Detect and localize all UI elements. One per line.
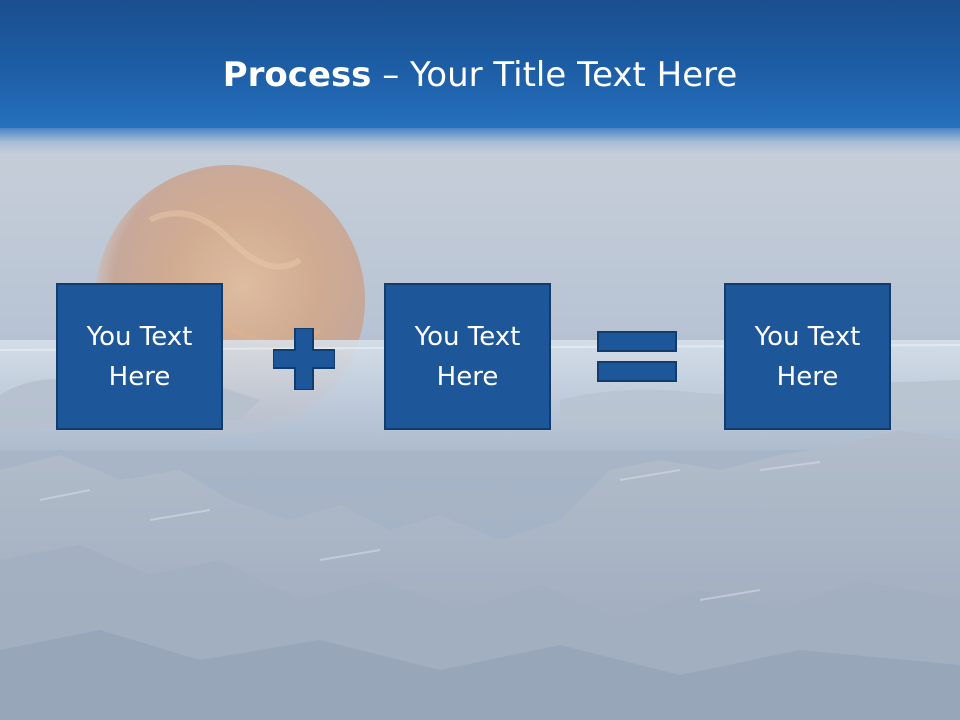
plus-icon xyxy=(273,328,335,390)
equals-icon xyxy=(597,331,677,382)
process-box-3-text: You Text Here xyxy=(754,321,861,392)
process-box-1[interactable]: You Text Here xyxy=(56,283,223,430)
slide-title-bold: Process xyxy=(222,55,372,95)
process-box-2[interactable]: You Text Here xyxy=(384,283,551,430)
process-box-1-text: You Text Here xyxy=(86,321,193,392)
slide-title-rest: – Your Title Text Here xyxy=(371,55,738,95)
process-box-2-text: You Text Here xyxy=(414,321,521,392)
process-box-3[interactable]: You Text Here xyxy=(724,283,891,430)
title-bar-fade xyxy=(0,128,960,154)
slide-title[interactable]: Process – Your Title Text Here xyxy=(0,52,960,98)
title-bar xyxy=(0,0,960,128)
